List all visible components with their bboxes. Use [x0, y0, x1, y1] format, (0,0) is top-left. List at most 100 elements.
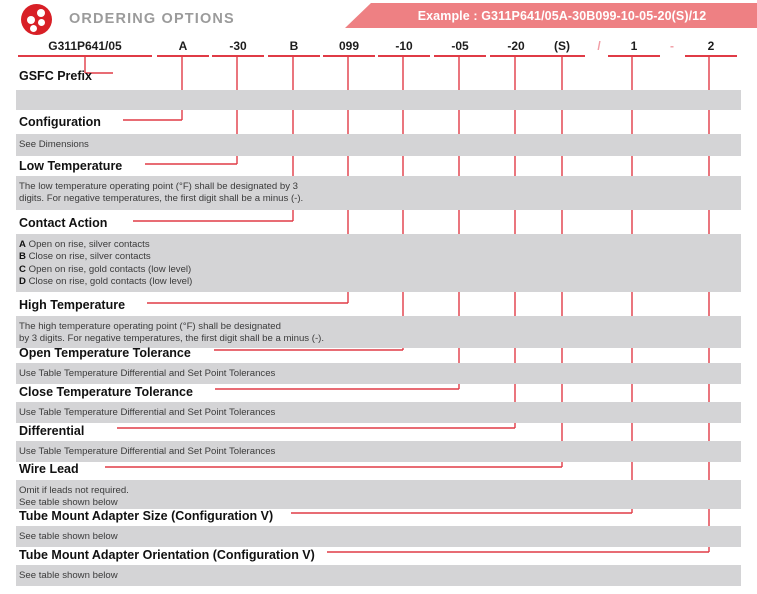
page-title: ORDERING OPTIONS — [69, 11, 235, 27]
row-description: See Dimensions — [19, 139, 89, 151]
part-number-segment-value: - — [670, 39, 674, 53]
option-key: D — [19, 276, 26, 288]
part-number-row: G311P641/05 A -30 B 099 -10 -05 -20 (S) / 1 - 2 — [0, 38, 757, 64]
row-band — [16, 480, 741, 509]
part-number-segment-value: (S) — [554, 39, 570, 53]
row-description: The high temperature operating point (°F… — [19, 321, 324, 346]
part-number-segment-rule — [539, 55, 585, 57]
part-number-segment-rule — [685, 55, 737, 57]
row-label: GSFC Prefix — [19, 69, 92, 83]
part-number-segment: A — [157, 38, 209, 57]
part-number-segment: -05 — [434, 38, 486, 57]
row-description-line: See table shown below — [19, 570, 118, 581]
row-band — [16, 316, 741, 348]
row-description: See table shown below — [19, 531, 118, 543]
part-number-segment-rule — [378, 55, 430, 57]
row-description-line: B Close on rise, silver contacts — [19, 251, 151, 263]
row-band — [16, 134, 741, 156]
part-number-segment: (S) — [539, 38, 585, 57]
row-description-line: See table shown below — [19, 497, 118, 509]
option-key: B — [19, 251, 26, 263]
part-number-segment-value: -05 — [451, 39, 469, 53]
leader-configuration — [123, 56, 183, 121]
row-band — [16, 526, 741, 547]
row-label: Close Temperature Tolerance — [19, 385, 193, 399]
row-description: The low temperature operating point (°F)… — [19, 181, 303, 206]
row-description-line: by 3 digits. For negative temperatures, … — [19, 333, 324, 345]
part-number-segment-value: B — [289, 39, 299, 53]
part-number-segment-value: 1 — [630, 39, 638, 53]
example-part-number: Example : G311P641/05A-30B099-10-05-20(S… — [417, 8, 707, 23]
row-label: High Temperature — [19, 298, 126, 312]
four-dot-circle-logo-icon — [21, 4, 52, 35]
row-description-line: The low temperature operating point (°F)… — [19, 181, 299, 192]
part-number-segment: - — [659, 38, 685, 54]
row-band — [16, 363, 741, 384]
part-number-segment-value: / — [597, 39, 601, 53]
row-description: Use Table Temperature Differential and S… — [19, 446, 275, 458]
part-number-segment: B — [268, 38, 320, 57]
row-band — [16, 441, 741, 462]
part-number-segment: 2 — [685, 38, 737, 57]
part-number-segment-rule — [268, 55, 320, 57]
part-number-segment-rule — [212, 55, 264, 57]
part-number-segment: -20 — [490, 38, 542, 57]
logo-dot — [38, 19, 45, 26]
row-description-line: D Close on rise, gold contacts (low leve… — [19, 276, 193, 288]
row-label: Tube Mount Adapter Size (Configuration V… — [19, 509, 274, 523]
logo-dot — [27, 16, 35, 24]
row-description: See table shown below — [19, 570, 118, 582]
row-label: Wire Lead — [19, 462, 79, 476]
part-number-segment-rule — [608, 55, 660, 57]
part-number-segment-value: A — [178, 39, 188, 53]
row-label: Open Temperature Tolerance — [19, 346, 191, 360]
part-number-segment: 099 — [323, 38, 375, 57]
row-label: Contact Action — [19, 216, 108, 230]
row-description-line: See table shown below — [19, 531, 118, 542]
row-label: Low Temperature — [19, 159, 123, 173]
part-number-segment: -10 — [378, 38, 430, 57]
row-description-line: See Dimensions — [19, 139, 89, 150]
logo-dot — [37, 9, 45, 17]
leader-tube-mount-orient — [327, 56, 710, 553]
row-band — [16, 90, 741, 110]
example-banner: Example : G311P641/05A-30B099-10-05-20(S… — [345, 3, 757, 28]
part-number-segment-value: 2 — [707, 39, 715, 53]
row-band — [16, 234, 741, 292]
part-number-segment-rule — [323, 55, 375, 57]
part-number-segment: 1 — [608, 38, 660, 57]
row-label: Configuration — [19, 115, 101, 129]
row-description-line: C Open on rise, gold contacts (low level… — [19, 263, 192, 275]
part-number-segment-rule — [490, 55, 542, 57]
row-description-line: The high temperature operating point (°F… — [19, 321, 281, 332]
option-key: C — [19, 263, 26, 275]
row-description-line: Use Table Temperature Differential and S… — [19, 368, 276, 379]
row-band — [16, 176, 741, 210]
row-description: Omit if leads not required.See table sho… — [19, 485, 129, 510]
part-number-segment: G311P641/05 — [18, 38, 152, 57]
row-description: Use Table Temperature Differential and S… — [19, 368, 275, 380]
part-number-segment-value: -30 — [229, 39, 247, 53]
part-number-segment-value: 099 — [338, 39, 360, 53]
part-number-segment-rule — [18, 55, 152, 57]
row-label: Tube Mount Adapter Orientation (Configur… — [19, 548, 315, 562]
row-band — [16, 402, 741, 423]
logo-dot — [30, 25, 37, 32]
part-number-segment-value: -10 — [395, 39, 413, 53]
row-description: Use Table Temperature Differential and S… — [19, 407, 275, 419]
row-description-line: Omit if leads not required. — [19, 485, 129, 496]
option-key: A — [19, 239, 26, 250]
row-description-line: A Open on rise, silver contacts — [19, 239, 150, 250]
part-number-segment: / — [586, 38, 612, 54]
row-label: Differential — [19, 424, 85, 438]
part-number-segment-rule — [157, 55, 209, 57]
row-description-line: digits. For negative temperatures, the f… — [19, 193, 304, 205]
row-description-line: Use Table Temperature Differential and S… — [19, 407, 276, 418]
row-description-line: Use Table Temperature Differential and S… — [19, 446, 276, 457]
part-number-segment-value: G311P641/05 — [48, 39, 122, 53]
part-number-segment-rule — [434, 55, 486, 57]
part-number-segment-value: -20 — [507, 39, 525, 53]
page-header: ORDERING OPTIONS Example : G311P641/05A-… — [0, 0, 757, 38]
